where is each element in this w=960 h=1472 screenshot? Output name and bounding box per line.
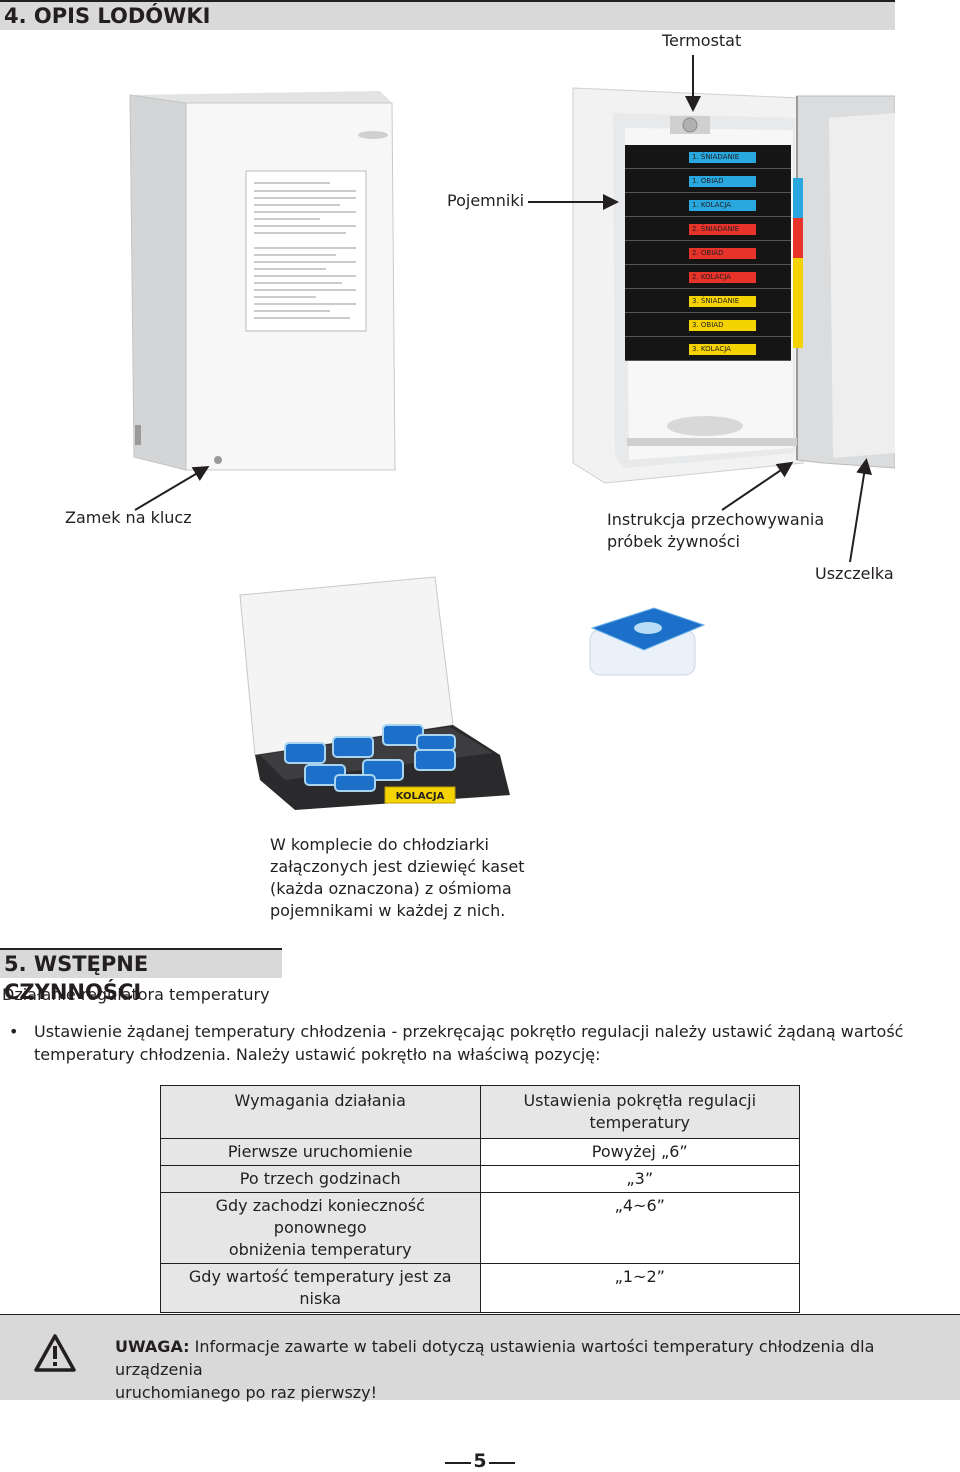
fridge-cassette-stack: 1. ŚNIADANIE 1. OBIAD 1. KOLACJA 2. ŚNIADAN… xyxy=(625,145,791,361)
header-settings: Ustawienia pokrętła regulacji temperatur… xyxy=(479,1085,800,1139)
kit-line-1: W komplecie do chłodziarki xyxy=(270,835,489,854)
kit-line-3: (każda oznaczona) z ośmioma xyxy=(270,879,512,898)
warning-text-line-1: Informacje zawarte w tabeli dotyczą usta… xyxy=(115,1337,875,1379)
fridge-cassette: 3. OBIAD xyxy=(625,313,791,337)
instrukcja-line-1: Instrukcja przechowywania xyxy=(607,510,825,529)
bullet-dot: • xyxy=(9,1022,19,1041)
kit-line-2: załączonych jest dziewięć kaset xyxy=(270,857,525,876)
fridge-cassette-label: 2. ŚNIADANIE xyxy=(689,224,756,235)
instrukcja-label: Instrukcja przechowywania próbek żywnośc… xyxy=(607,509,824,553)
fridge-cassette-label: 2. OBIAD xyxy=(689,248,756,259)
section-5-heading: 5. WSTĘPNE CZYNNOŚCI xyxy=(0,948,282,1004)
fridge-cassette: 2. OBIAD xyxy=(625,241,791,265)
table-row: Pierwsze uruchomienie Powyżej „6” xyxy=(160,1138,800,1166)
row-requirement: Gdy zachodzi konieczność ponownego obniż… xyxy=(160,1192,481,1264)
storage-case-image: KOLACJA xyxy=(239,576,510,810)
instrukcja-line-2: próbek żywności xyxy=(607,532,740,551)
fridge-cassette: 1. ŚNIADANIE xyxy=(625,145,791,169)
row-requirement: Gdy wartość temperatury jest za niska xyxy=(160,1263,481,1313)
table-row: Po trzech godzinach „3” xyxy=(160,1165,800,1193)
callout-arrows xyxy=(134,55,873,563)
fridge-cassette-label: 1. KOLACJA xyxy=(689,200,756,211)
row-setting: „3” xyxy=(479,1165,800,1193)
pojemniki-label: Pojemniki xyxy=(447,191,525,210)
warning-triangle-icon xyxy=(34,1334,76,1372)
food-container-image xyxy=(589,607,706,676)
header-settings-line-2: temperatury xyxy=(589,1113,691,1132)
fridge-cassette: 2. KOLACJA xyxy=(625,265,791,289)
section-4-heading: 4. OPIS LODÓWKI xyxy=(0,0,895,30)
page-number-rule-right xyxy=(489,1462,515,1464)
row-requirement-line-1: Gdy zachodzi konieczność ponownego xyxy=(215,1196,425,1237)
header-settings-line-1: Ustawienia pokrętła regulacji xyxy=(523,1091,757,1110)
table-header-row: Wymagania działania Ustawienia pokrętła … xyxy=(160,1085,800,1139)
fridge-cassette: 1. OBIAD xyxy=(625,169,791,193)
warning-text: UWAGA: Informacje zawarte w tabeli dotyc… xyxy=(115,1335,955,1404)
section-5-subtitle: Działanie regulatora temperatury xyxy=(2,985,270,1004)
zamek-arrow xyxy=(134,465,210,511)
section-4-title: 4. OPIS LODÓWKI xyxy=(4,4,211,28)
row-requirement: Pierwsze uruchomienie xyxy=(160,1138,481,1166)
bullet-line-1: Ustawienie żądanej temperatury chłodzeni… xyxy=(34,1022,904,1041)
fridge-cassette-label: 3. KOLACJA xyxy=(689,344,756,355)
row-setting: Powyżej „6” xyxy=(479,1138,800,1166)
kit-description: W komplecie do chłodziarki załączonych j… xyxy=(270,834,525,922)
section-5-title: 5. WSTĘPNE CZYNNOŚCI xyxy=(4,952,149,1004)
kit-line-4: pojemnikami w każdej z nich. xyxy=(270,901,506,920)
zamek-label: Zamek na klucz xyxy=(65,508,192,527)
fridge-closed-image xyxy=(129,91,396,471)
fridge-cassette: 3. ŚNIADANIE xyxy=(625,289,791,313)
table-row: Gdy wartość temperatury jest za niska „1… xyxy=(160,1263,800,1313)
bullet-item: • Ustawienie żądanej temperatury chłodze… xyxy=(9,1020,939,1066)
case-label-text: KOLACJA xyxy=(396,791,445,802)
row-requirement: Po trzech godzinach xyxy=(160,1165,481,1193)
fridge-cassette-label: 3. OBIAD xyxy=(689,320,756,331)
warning-text-line-2: uruchomianego po raz pierwszy! xyxy=(115,1383,378,1402)
row-setting: „4~6” xyxy=(479,1192,800,1264)
fridge-cassette-label: 1. OBIAD xyxy=(689,176,756,187)
fridge-cassette: 3. KOLACJA xyxy=(625,337,791,361)
fridge-cassette: 1. KOLACJA xyxy=(625,193,791,217)
bullet-line-2: temperatury chłodzenia. Należy ustawić p… xyxy=(34,1045,601,1064)
row-setting: „1~2” xyxy=(479,1263,800,1313)
row-requirement-line-2: obniżenia temperatury xyxy=(228,1240,412,1259)
termostat-label: Termostat xyxy=(662,31,742,50)
header-requirements: Wymagania działania xyxy=(160,1085,481,1139)
warning-box: UWAGA: Informacje zawarte w tabeli dotyc… xyxy=(0,1314,960,1402)
table-row: Gdy zachodzi konieczność ponownego obniż… xyxy=(160,1192,800,1264)
uszczelka-arrow xyxy=(849,458,873,563)
uszczelka-label: Uszczelka xyxy=(815,564,894,583)
fridge-cassette-label: 2. KOLACJA xyxy=(689,272,756,283)
warning-label: UWAGA: xyxy=(115,1337,190,1356)
instrukcja-arrow xyxy=(721,461,794,511)
fridge-cassette-label: 3. ŚNIADANIE xyxy=(689,296,756,307)
fridge-cassette-label: 1. ŚNIADANIE xyxy=(689,152,756,163)
fridge-cassette: 2. ŚNIADANIE xyxy=(625,217,791,241)
page-number: 5 xyxy=(473,1450,487,1472)
temperature-settings-table: Wymagania działania Ustawienia pokrętła … xyxy=(160,1085,800,1313)
page-number-rule-left xyxy=(445,1462,471,1464)
